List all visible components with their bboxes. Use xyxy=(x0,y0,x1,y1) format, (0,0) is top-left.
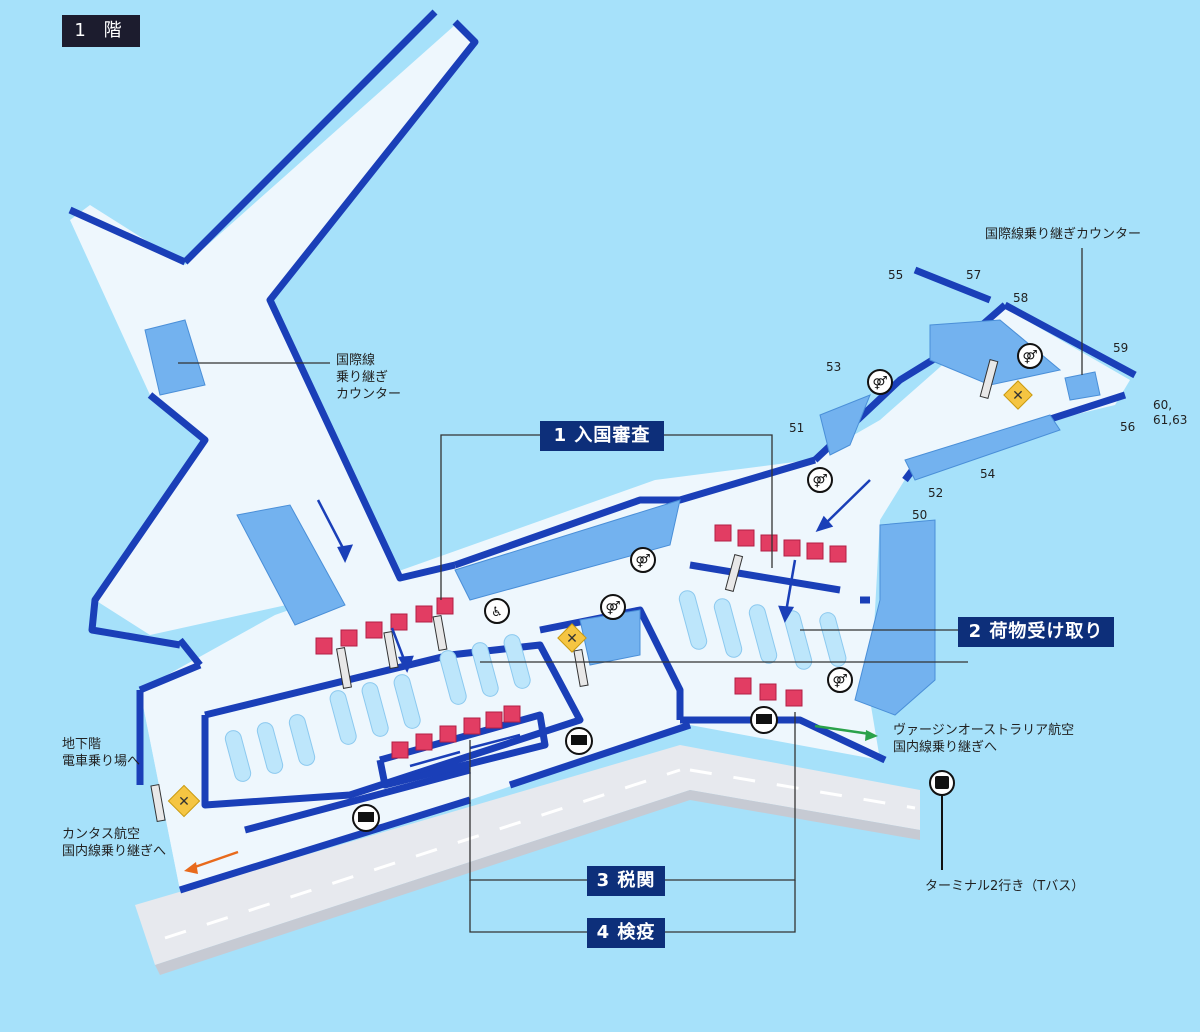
building-blocks xyxy=(144,319,1101,716)
transfer-counter-left-label: 国際線 乗り継ぎ カウンター xyxy=(336,353,402,402)
road xyxy=(135,745,920,975)
counters xyxy=(315,524,847,759)
svg-text:✕: ✕ xyxy=(1012,388,1024,404)
escalator-icon xyxy=(150,358,999,823)
svg-text:⚤: ⚤ xyxy=(872,376,887,391)
terminal-floor xyxy=(70,25,1130,890)
transfer-counter-right-label: 国際線乗り継ぎカウンター xyxy=(985,227,1142,242)
immigration-callout: 1 入国審査 xyxy=(540,421,664,451)
qantas-label: カンタス航空 国内線乗り継ぎへ xyxy=(62,827,167,859)
baggage-claim-callout: 2 荷物受け取り xyxy=(958,617,1114,647)
flow-arrows xyxy=(316,479,871,768)
svg-text:✕: ✕ xyxy=(566,631,578,647)
svg-text:⚤: ⚤ xyxy=(635,554,650,569)
svg-text:✕: ✕ xyxy=(178,794,190,810)
svg-text:♿: ♿ xyxy=(491,605,503,620)
gate-label: 59 xyxy=(1113,341,1129,355)
svg-text:⚤: ⚤ xyxy=(832,674,847,689)
svg-text:⚤: ⚤ xyxy=(812,474,827,489)
svg-text:⚤: ⚤ xyxy=(605,601,620,616)
gate-label: 53 xyxy=(826,360,842,374)
transit-icon xyxy=(352,706,778,832)
virgin-label: ヴァージンオーストラリア航空 国内線乗り継ぎへ xyxy=(893,723,1075,755)
leader-lines xyxy=(178,248,1083,933)
gate-label: 54 xyxy=(980,467,996,481)
gate-label: 50 xyxy=(912,508,928,522)
closed-area-icon: ✕ ✕ ✕ xyxy=(167,380,1033,818)
gate-label: 51 xyxy=(789,421,805,435)
gate-label: 57 xyxy=(966,268,982,282)
floor-tab[interactable]: 1 階 xyxy=(62,15,140,47)
gate-label: 56 xyxy=(1120,420,1136,434)
basement-label: 地下階 電車乗り場へ xyxy=(62,737,141,769)
svg-text:⚤: ⚤ xyxy=(1022,350,1037,365)
gate-label: 58 xyxy=(1013,291,1029,305)
terminal2-bus-label: ターミナル2行き（Tバス） xyxy=(925,879,1085,894)
restroom-icon: ♿ ⚤ ⚤ ⚤ ⚤ ⚤ ⚤ xyxy=(484,343,1043,693)
customs-callout: 3 税関 xyxy=(587,866,665,896)
gate-label: 55 xyxy=(888,268,904,282)
quarantine-callout: 4 検疫 xyxy=(587,918,665,948)
bus-icon xyxy=(929,770,955,870)
exit-arrows xyxy=(184,724,878,874)
gate-label: 52 xyxy=(928,486,944,500)
gate-label: 60, 61,63 xyxy=(1153,398,1188,427)
